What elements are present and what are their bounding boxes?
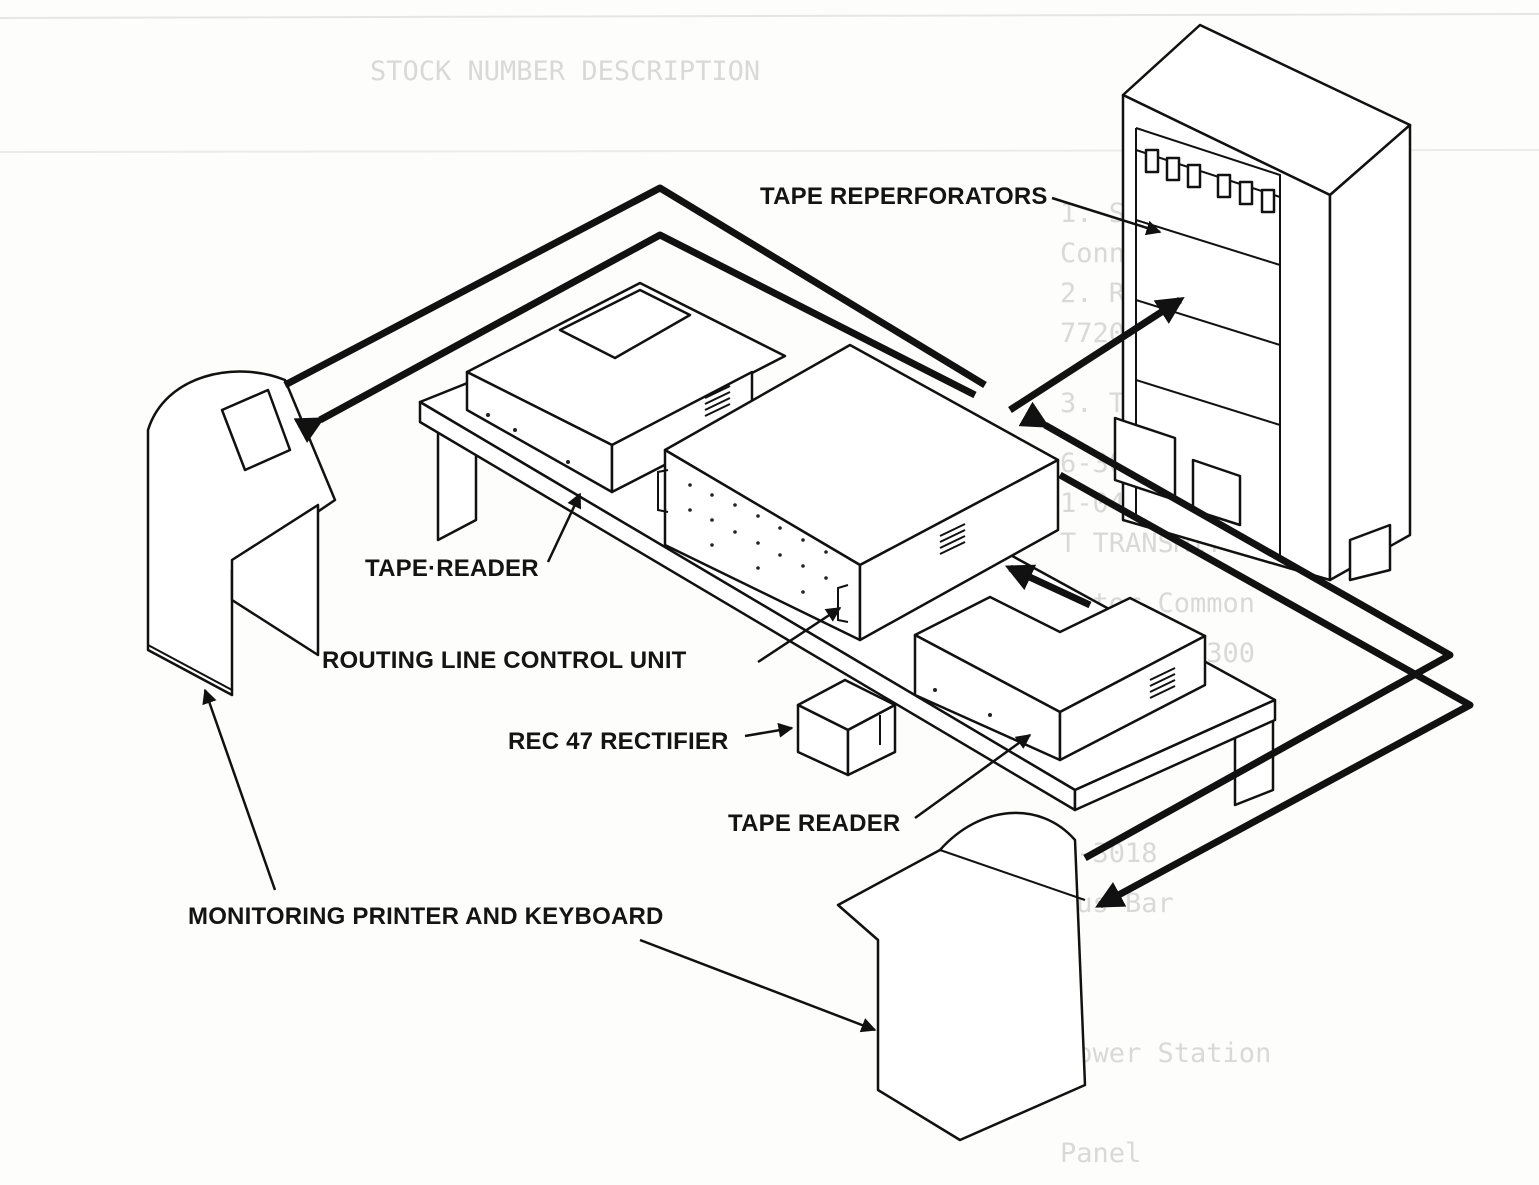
reperforator-cabinet (1113, 23, 1412, 582)
svg-text:STOCK NUMBER DESCRIPTION: STOCK NUMBER DESCRIPTION (370, 56, 760, 87)
tape-reader-top (465, 281, 787, 494)
routing-line-control-unit (657, 343, 1060, 642)
label-rec47-rectifier: REC 47 RECTIFIER (508, 728, 729, 755)
label-tape-reader-top: TAPE·READER (365, 555, 539, 582)
svg-text:Power Station: Power Station (1060, 1038, 1271, 1069)
label-routing-line-control-unit: ROUTING LINE CONTROL UNIT (322, 647, 687, 674)
rec47-rectifier (796, 678, 897, 777)
monitoring-printer-bottom (836, 811, 1087, 1142)
monitoring-printer-left (146, 370, 337, 697)
signal-cables (283, 184, 1474, 909)
leader-lines (202, 196, 1162, 1033)
svg-text:Panel: Panel (1060, 1138, 1141, 1169)
label-monitoring-printer-keyboard: MONITORING PRINTER AND KEYBOARD (188, 903, 664, 930)
label-tape-reader-bottom: TAPE READER (728, 810, 901, 837)
tape-reader-bottom (913, 595, 1207, 762)
label-tape-reperforators: TAPE REPERFORATORS (760, 183, 1048, 210)
front-panel-dots (688, 483, 828, 594)
